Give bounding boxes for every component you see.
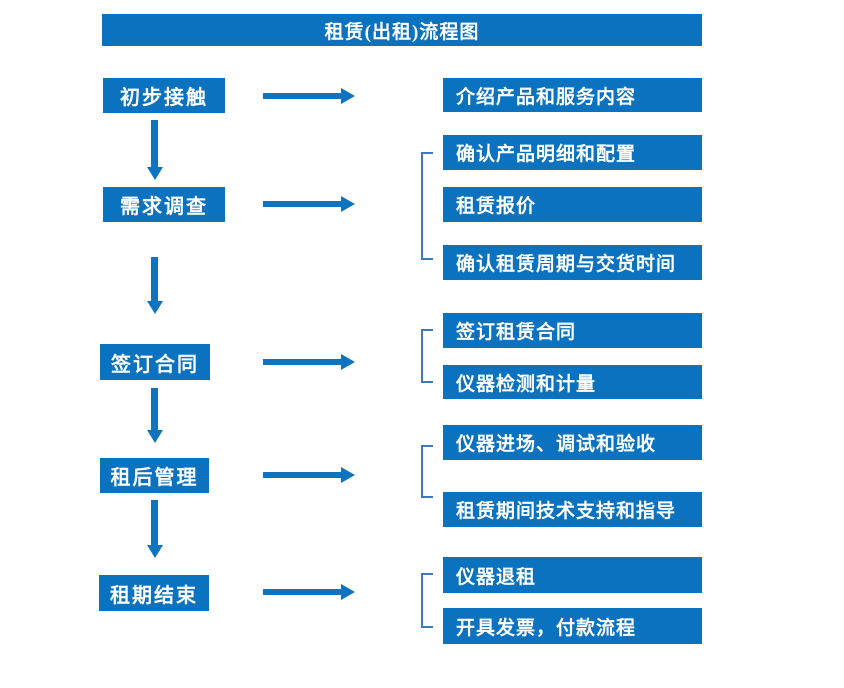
arrow-right-icon xyxy=(263,467,355,483)
arrow-shaft xyxy=(263,93,341,99)
arrow-shaft xyxy=(263,201,341,207)
arrow-right-icon xyxy=(263,196,355,212)
arrow-down-icon xyxy=(147,257,163,314)
detail-invoice-payment-process: 开具发票，付款流程 xyxy=(443,608,702,644)
arrow-head xyxy=(341,88,355,104)
arrow-right-icon xyxy=(263,584,355,600)
arrow-shaft xyxy=(263,359,341,365)
arrow-shaft xyxy=(151,257,158,301)
arrow-head xyxy=(147,430,163,443)
detail-sign-rental-contract: 签订租赁合同 xyxy=(443,313,702,348)
detail-instrument-arrival-debug-acceptance: 仪器进场、调试和验收 xyxy=(443,425,702,460)
detail-confirm-rental-period-delivery: 确认租赁周期与交货时间 xyxy=(443,245,702,280)
group-bracket xyxy=(421,445,433,498)
detail-introduce-products-services: 介绍产品和服务内容 xyxy=(443,78,702,112)
arrow-head xyxy=(341,196,355,212)
arrow-shaft xyxy=(263,589,341,595)
arrow-shaft xyxy=(151,120,158,167)
group-bracket xyxy=(421,573,433,628)
step-rental-end: 租期结束 xyxy=(99,575,209,611)
arrow-down-icon xyxy=(147,120,163,180)
step-demand-survey: 需求调查 xyxy=(103,187,225,222)
step-initial-contact: 初步接触 xyxy=(103,78,225,113)
detail-instrument-return: 仪器退租 xyxy=(443,557,702,593)
arrow-shaft xyxy=(263,472,341,478)
arrow-head xyxy=(147,301,163,314)
step-sign-contract: 签订合同 xyxy=(100,344,210,380)
group-bracket xyxy=(421,152,433,260)
arrow-right-icon xyxy=(263,88,355,104)
arrow-head xyxy=(147,167,163,180)
arrow-head xyxy=(341,467,355,483)
arrow-head xyxy=(341,354,355,370)
group-bracket xyxy=(421,329,433,383)
detail-confirm-product-details-config: 确认产品明细和配置 xyxy=(443,135,702,170)
arrow-down-icon xyxy=(147,388,163,443)
detail-rental-quotation: 租赁报价 xyxy=(443,187,702,222)
step-post-rental-management: 租后管理 xyxy=(100,458,209,493)
detail-rental-tech-support-guidance: 租赁期间技术支持和指导 xyxy=(443,492,702,527)
detail-instrument-inspection-metering: 仪器检测和计量 xyxy=(443,365,702,399)
arrow-right-icon xyxy=(263,354,355,370)
arrow-head xyxy=(341,584,355,600)
arrow-down-icon xyxy=(147,500,163,558)
arrow-shaft xyxy=(151,500,158,545)
arrow-shaft xyxy=(151,388,158,430)
flowchart-title: 租赁(出租)流程图 xyxy=(102,14,702,46)
arrow-head xyxy=(147,545,163,558)
